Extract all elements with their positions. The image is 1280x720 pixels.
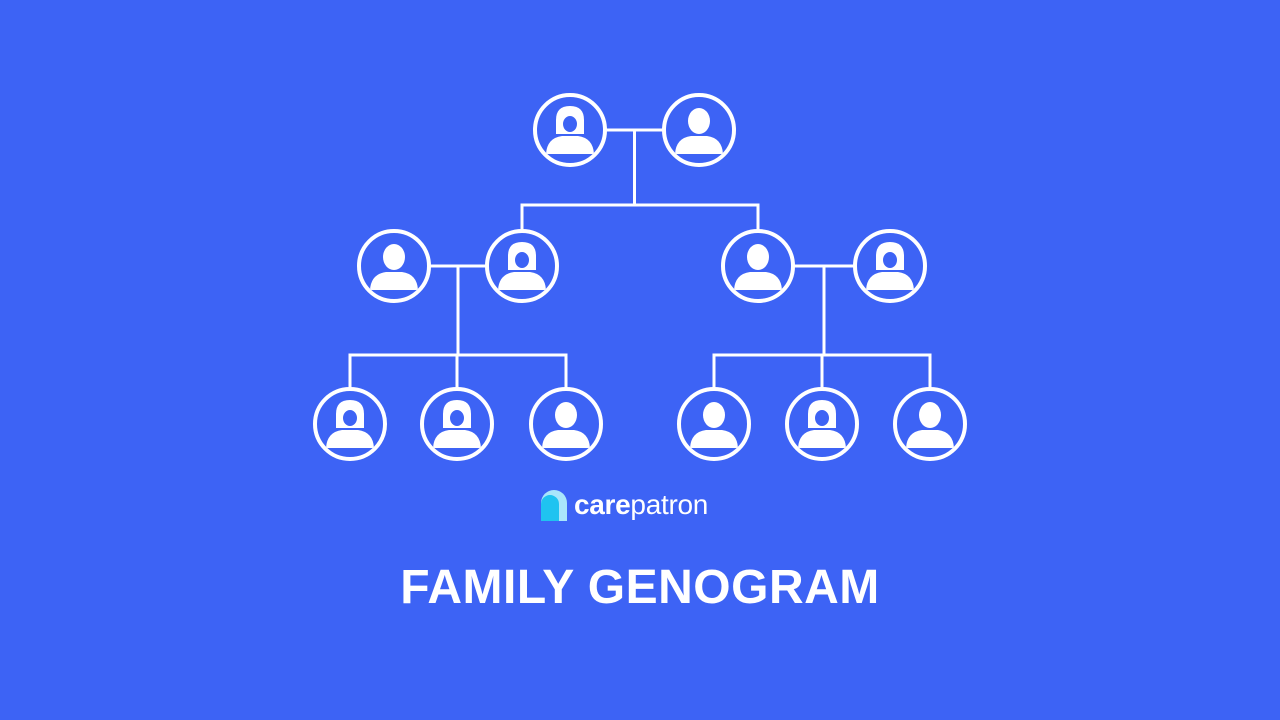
person-circle xyxy=(533,93,607,167)
male-person-icon xyxy=(677,387,751,461)
genogram-connectors xyxy=(348,128,932,391)
person-silhouette xyxy=(546,106,594,154)
person-face xyxy=(563,116,577,132)
person-face xyxy=(515,252,529,268)
genogram-people xyxy=(313,93,967,461)
male-person-icon xyxy=(893,387,967,461)
person-face xyxy=(450,410,464,426)
person-head xyxy=(919,402,941,428)
person-face xyxy=(815,410,829,426)
person-body xyxy=(906,430,954,448)
female-person-icon xyxy=(420,387,494,461)
person-body xyxy=(866,272,914,290)
brand-name-light: patron xyxy=(630,489,709,520)
person-silhouette xyxy=(498,242,546,290)
person-silhouette xyxy=(542,402,590,448)
person-silhouette xyxy=(433,400,481,448)
person-body xyxy=(433,430,481,448)
person-silhouette xyxy=(734,244,782,290)
person-circle xyxy=(420,387,494,461)
person-circle xyxy=(485,229,559,303)
person-body xyxy=(370,272,418,290)
person-head xyxy=(555,402,577,428)
person-head xyxy=(383,244,405,270)
person-body xyxy=(798,430,846,448)
person-circle xyxy=(721,229,795,303)
female-person-icon xyxy=(485,229,559,303)
brand-name-bold: care xyxy=(574,489,631,520)
carepatron-logo-icon xyxy=(541,490,567,521)
person-body xyxy=(326,430,374,448)
female-person-icon xyxy=(533,93,607,167)
person-silhouette xyxy=(675,108,723,154)
person-circle xyxy=(529,387,603,461)
person-circle xyxy=(662,93,736,167)
person-head xyxy=(688,108,710,134)
person-face xyxy=(883,252,897,268)
brand-logo: carepatron xyxy=(538,485,748,525)
female-person-icon xyxy=(853,229,927,303)
person-silhouette xyxy=(690,402,738,448)
person-body xyxy=(690,430,738,448)
person-circle xyxy=(677,387,751,461)
male-person-icon xyxy=(662,93,736,167)
person-circle xyxy=(853,229,927,303)
person-circle xyxy=(785,387,859,461)
person-silhouette xyxy=(866,242,914,290)
person-circle xyxy=(893,387,967,461)
person-circle xyxy=(357,229,431,303)
male-person-icon xyxy=(721,229,795,303)
person-body xyxy=(734,272,782,290)
person-body xyxy=(542,430,590,448)
person-body xyxy=(546,136,594,154)
female-person-icon xyxy=(785,387,859,461)
person-body xyxy=(675,136,723,154)
person-silhouette xyxy=(798,400,846,448)
brand-name: carepatron xyxy=(574,485,708,525)
person-silhouette xyxy=(906,402,954,448)
male-person-icon xyxy=(357,229,431,303)
person-head xyxy=(747,244,769,270)
person-silhouette xyxy=(326,400,374,448)
person-body xyxy=(498,272,546,290)
female-person-icon xyxy=(313,387,387,461)
person-head xyxy=(703,402,725,428)
person-circle xyxy=(313,387,387,461)
person-face xyxy=(343,410,357,426)
page-title: FAMILY GENOGRAM xyxy=(400,561,880,614)
male-person-icon xyxy=(529,387,603,461)
person-silhouette xyxy=(370,244,418,290)
